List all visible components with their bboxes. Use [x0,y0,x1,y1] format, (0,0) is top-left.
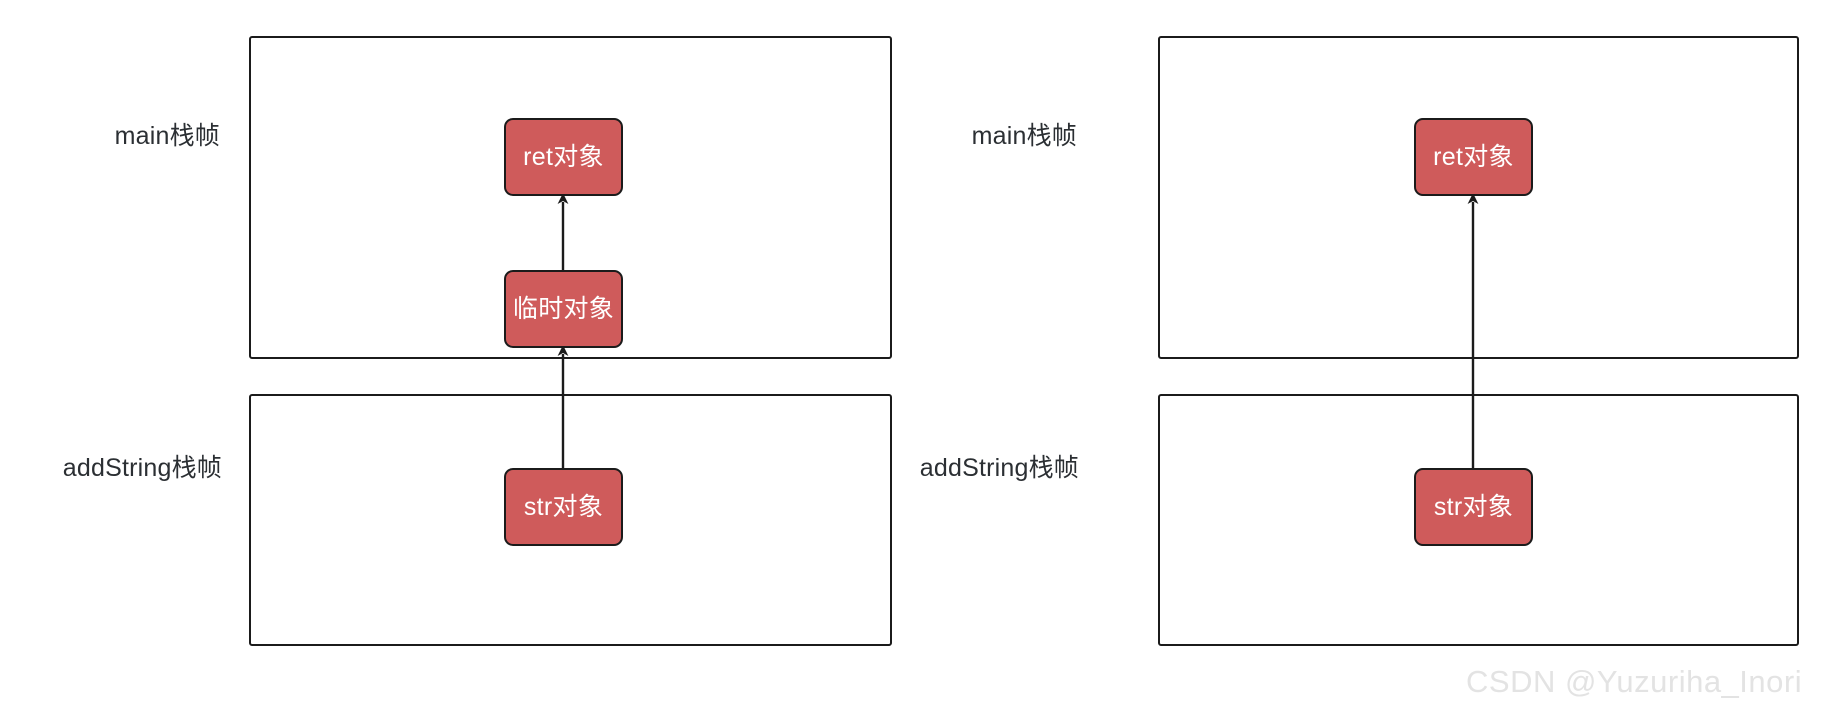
left-addstring-frame-label: addString栈帧 [62,454,222,482]
left-ret-object-box[interactable]: ret对象 [504,118,623,196]
left-str-object-box[interactable]: str对象 [504,468,623,546]
right-main-frame-label: main栈帧 [971,122,1077,150]
csdn-watermark: CSDN @Yuzuriha_Inori [1466,664,1803,699]
right-arrow-str-to-ret [1466,192,1480,472]
left-main-frame-label: main栈帧 [114,122,220,150]
left-temp-object-box[interactable]: 临时对象 [504,270,623,348]
right-main-stack-frame [1158,36,1799,359]
right-ret-object-box[interactable]: ret对象 [1414,118,1533,196]
left-arrow-str-to-temp [556,344,570,472]
right-addstring-frame-label: addString栈帧 [919,454,1079,482]
left-arrow-temp-to-ret [556,192,570,274]
right-str-object-box[interactable]: str对象 [1414,468,1533,546]
